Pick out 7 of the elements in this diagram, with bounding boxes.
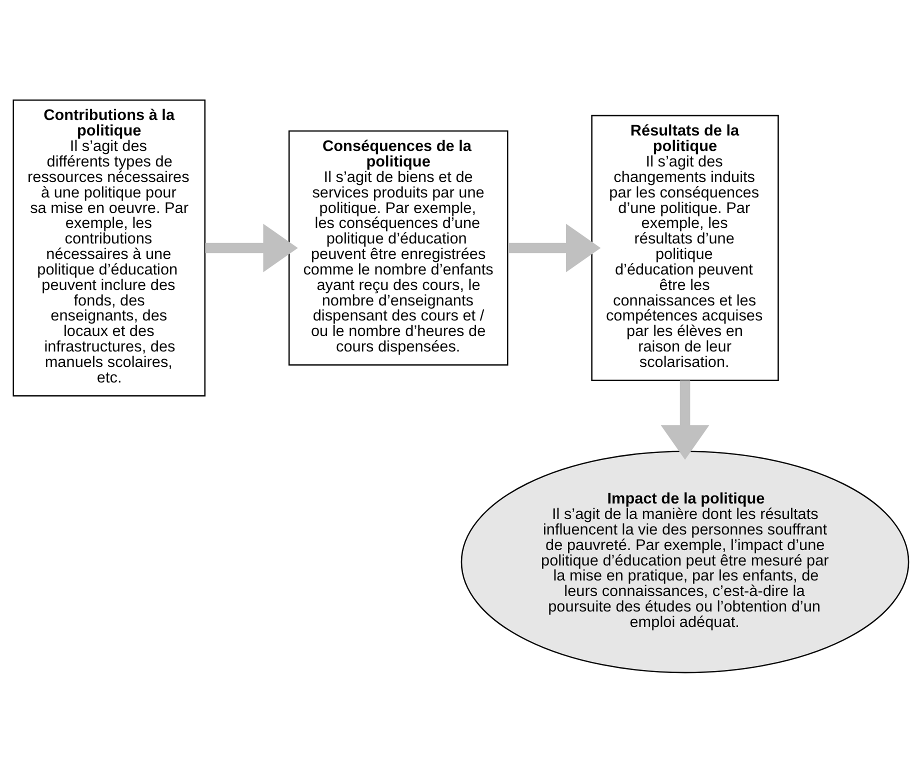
arrow: [205, 224, 298, 272]
arrow: [660, 380, 710, 460]
node-box: Conséquences de la politique Il s’agit de biens et de services produits par une politique. Par exemple, les conséquences d’une politique d’éducation peuvent être enregistrées comme le nombre d’enfants ayant reçu des cours, le nombre d’enseignants dispensant des cours et / ou le nombre d’heures de cours dispensées.: [288, 130, 508, 366]
node-box: Contributions à la politique Il s’agit des différents types de ressources nécessaires à une politique pour sa mise en oeuvre. Par exemple, les contributions nécessaires à une politique d’éducation peuvent inclure des fonds, des enseignants, des locaux et des infrastructures, des manuels scolaires, etc.: [12, 100, 206, 396]
arrow: [508, 224, 601, 272]
node-box: Résultats de la politique Il s’agit des changements induits par les conséquences d’une politique. Par exemple, les résultats d’une politique d’éducation peuvent être les connaissances et les compétences acquises par les élèves en raison de leur scolarisation.: [591, 114, 779, 382]
node-ellipse: Impact de la politique Il s’agit de la manière dont les résultats influencent la vie des personnes souffrant de pauvreté. Par exemple, l’impact d’une politique d’éducation peut être mesuré par la mise en pratique, par les enfants, de leurs connaissances, c’est-à-dire la poursuite des études ou l’obtention d’un emploi adéquat.: [460, 450, 910, 674]
